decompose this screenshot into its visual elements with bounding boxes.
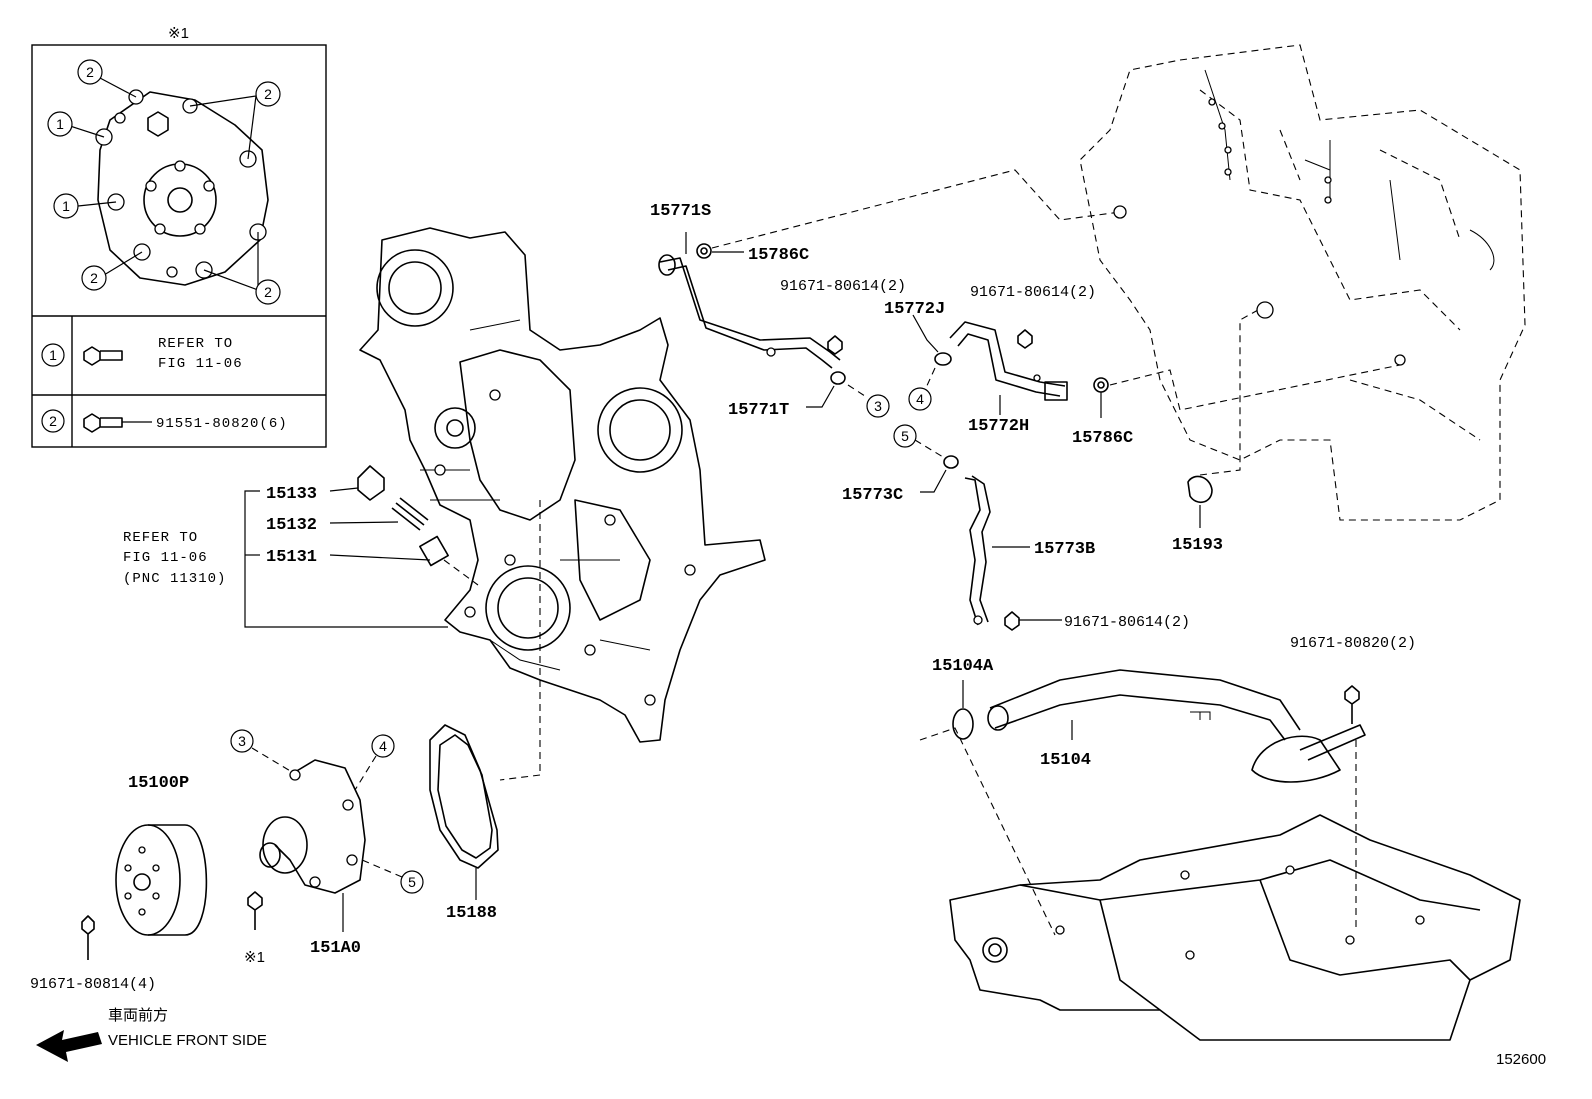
pump-callouts: 3 4 5 15100P 151A0 15188 ※1 91671-80814(… [30, 729, 497, 993]
legend-1-line2: FIG 11-06 [158, 356, 243, 372]
pipe-15771S-drawing [658, 232, 846, 408]
svg-text:4: 4 [379, 738, 387, 754]
label-15193: 15193 [1172, 536, 1223, 555]
svg-text:2: 2 [49, 413, 57, 429]
svg-text:1: 1 [62, 198, 70, 214]
pipe-dashed-leaders [711, 169, 1401, 476]
inset-leaders [69, 77, 259, 291]
svg-text:4: 4 [916, 391, 924, 407]
figure-number: 152600 [1496, 1051, 1546, 1068]
svg-text:3: 3 [238, 733, 246, 749]
svg-text:2: 2 [90, 270, 98, 286]
inset-callout-2a: 2 [77, 59, 103, 85]
inset-water-pump-drawing [95, 89, 269, 286]
inset-callout-2b: 2 [255, 81, 281, 107]
timing-chain-cover-drawing [359, 227, 766, 781]
water-pump-pulley-drawing [81, 824, 208, 960]
refer-line1: REFER TO [123, 530, 198, 546]
pipe-labels: 15771S 15786C 91671-80614(2) 15772J 9167… [650, 202, 1223, 631]
legend-2-part: 91551-80820(6) [156, 416, 288, 432]
inset-callout-1b: 1 [53, 193, 79, 219]
label-15133: 15133 [266, 485, 317, 504]
pipe-15772H-drawing [912, 314, 1109, 418]
label-91671-80820: 91671-80820(2) [1290, 635, 1416, 652]
inset-mark: ※1 [168, 25, 189, 42]
strainer-labels: 15104A 91671-80820(2) 15104 [932, 635, 1416, 770]
label-15104A: 15104A [932, 657, 994, 676]
svg-text:2: 2 [86, 64, 94, 80]
svg-text:5: 5 [901, 428, 909, 444]
label-15100P: 15100P [128, 774, 189, 793]
inset-callout-2d: 2 [255, 279, 281, 305]
oil-strainer-drawing [952, 669, 1366, 930]
label-15772J: 15772J [884, 300, 945, 319]
front-arrow-icon [36, 1030, 102, 1062]
oil-pan-drawing [919, 727, 1521, 1041]
inset-callout-1a: 1 [47, 111, 73, 137]
label-15773C: 15773C [842, 486, 903, 505]
gasket-drawing [429, 724, 499, 900]
refer-line3: (PNC 11310) [123, 571, 226, 587]
svg-text:3: 3 [874, 398, 882, 414]
label-15773B: 15773B [1034, 540, 1095, 559]
relief-valve-parts-drawing [357, 465, 479, 586]
label-15132: 15132 [266, 516, 317, 535]
svg-text:5: 5 [408, 874, 416, 890]
label-mark-1: ※1 [244, 949, 265, 966]
label-15786C-b: 15786C [1072, 429, 1133, 448]
front-side-en: VEHICLE FRONT SIDE [108, 1032, 267, 1049]
front-side-jp: 車両前方 [108, 1007, 168, 1024]
refer-line2: FIG 11-06 [123, 550, 208, 566]
svg-text:1: 1 [49, 347, 57, 363]
label-151A0: 151A0 [310, 939, 361, 958]
pipe-circled-callouts: 3 4 5 [866, 387, 932, 448]
legend-1-line1: REFER TO [158, 336, 233, 352]
label-91671-80614-b: 91671-80614(2) [970, 284, 1096, 301]
svg-text:1: 1 [56, 116, 64, 132]
valve-callouts: 15133 15132 15131 REFER TO FIG 11-06 (PN… [123, 485, 448, 628]
vehicle-front-indicator: 車両前方 VEHICLE FRONT SIDE [36, 1007, 267, 1062]
label-91671-80614-c: 91671-80614(2) [1064, 614, 1190, 631]
engine-block-phantom [1079, 44, 1526, 528]
label-15188: 15188 [446, 904, 497, 923]
label-15104: 15104 [1040, 751, 1091, 770]
label-15772H: 15772H [968, 417, 1029, 436]
label-15771S: 15771S [650, 202, 711, 221]
label-15131: 15131 [266, 548, 317, 567]
inset-panel: ※1 [31, 25, 327, 448]
legend-row-1: 1 REFER TO FIG 11-06 [41, 336, 243, 372]
inset-callout-2c: 2 [81, 265, 107, 291]
label-91671-80614-a: 91671-80614(2) [780, 278, 906, 295]
label-15786C-a: 15786C [748, 246, 809, 265]
water-pump-drawing [247, 759, 366, 932]
svg-text:2: 2 [264, 284, 272, 300]
svg-text:2: 2 [264, 86, 272, 102]
label-15771T: 15771T [728, 401, 789, 420]
pipe-15773B-drawing [920, 455, 1062, 631]
legend-row-2: 2 91551-80820(6) [41, 409, 288, 433]
label-91671-80814: 91671-80814(4) [30, 976, 156, 993]
